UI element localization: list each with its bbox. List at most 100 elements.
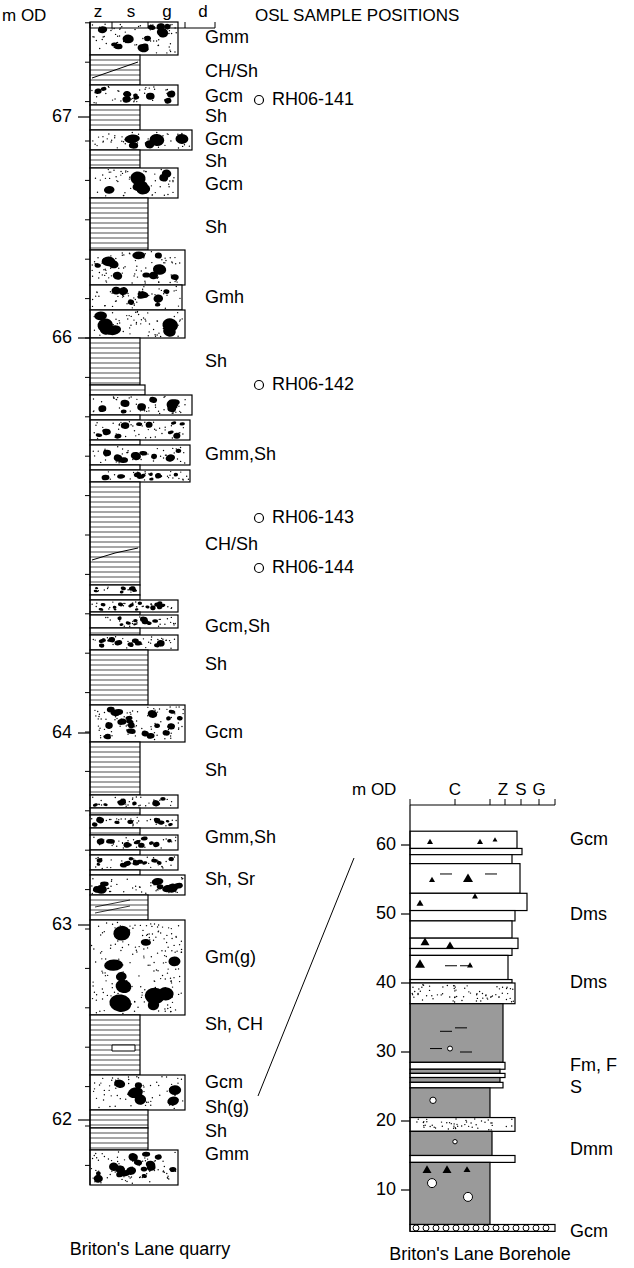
sand-dot (176, 281, 177, 282)
sand-dot (124, 192, 125, 193)
sand-dot (156, 320, 157, 321)
pebble (413, 1225, 419, 1231)
sand-dot (164, 396, 165, 397)
log-label: 64 (52, 723, 72, 743)
sand-dot (147, 453, 148, 454)
sand-dot (148, 429, 149, 430)
sand-dot (115, 1171, 116, 1172)
clast-triangle (427, 839, 433, 844)
sand-dot (115, 319, 116, 320)
clast (98, 405, 107, 413)
gravel-bed (90, 85, 178, 105)
sand-dot (112, 644, 113, 645)
minor-tick (85, 259, 90, 260)
sand-dot (138, 434, 139, 435)
sand-dot (154, 739, 155, 740)
sand-dot (470, 1122, 471, 1123)
sand-dot (91, 604, 92, 605)
clast (114, 639, 123, 646)
sand-dot (170, 1011, 171, 1012)
clast-triangle (463, 874, 473, 883)
sand-dot (148, 335, 149, 336)
lamination (90, 115, 140, 116)
sand-dot (175, 623, 176, 624)
sand-dot (158, 625, 159, 626)
log-label: 62 (52, 1110, 72, 1130)
clast-triangle (423, 1165, 432, 1173)
sand-dot (441, 994, 442, 995)
clast (153, 294, 164, 303)
log-label: 30 (376, 1042, 396, 1062)
sand-dot (110, 867, 111, 868)
sand-dot (189, 145, 190, 146)
sand-dot (135, 435, 136, 436)
sand-dot (132, 425, 133, 426)
sand-dot (116, 300, 117, 301)
sand-dot (418, 1118, 419, 1119)
clast (126, 728, 136, 734)
sand-dot (155, 936, 156, 937)
clast (161, 169, 172, 179)
sand-dot (109, 607, 110, 608)
sand-dot (178, 968, 179, 969)
sand-dot (163, 409, 164, 410)
sand-dot (141, 994, 142, 995)
lamination (90, 752, 140, 753)
sand-dot (174, 51, 175, 52)
sand-dot (432, 998, 433, 999)
clast (115, 1165, 125, 1174)
pebble (443, 1225, 449, 1231)
sand-dot (110, 171, 111, 172)
sand-dot (131, 282, 132, 283)
sand-dot (143, 1086, 144, 1087)
sand-dot (104, 275, 105, 276)
sand-dot (108, 608, 109, 609)
log-label: m OD (2, 7, 46, 26)
sand-dot (98, 136, 99, 137)
sand-dot (188, 479, 189, 480)
sand-dot (172, 412, 173, 413)
sand-dot (426, 1121, 427, 1122)
sand-dot (152, 933, 153, 934)
sand-dot (423, 1121, 424, 1122)
sand-dot (107, 975, 108, 976)
clast (99, 643, 105, 647)
sand-dot (133, 472, 134, 473)
sand-dot (149, 1181, 150, 1182)
sand-dot (511, 1119, 512, 1120)
clast (157, 640, 165, 647)
sand-dot (414, 991, 415, 992)
sand-dot (153, 857, 154, 858)
clast (102, 638, 106, 641)
log-label: Dms (570, 973, 607, 993)
sand-dot (145, 171, 146, 172)
sand-dot (102, 39, 103, 40)
sand-dot (179, 944, 180, 945)
sand-dot (158, 930, 159, 931)
diamict-bed (410, 1062, 505, 1069)
sand-dot (172, 477, 173, 478)
minor-tick (85, 929, 90, 930)
sand-dot (137, 711, 138, 712)
sand-dot (180, 319, 181, 320)
sand-dot (182, 479, 183, 480)
grain-size-axis (90, 27, 215, 28)
pebble (483, 1225, 489, 1231)
sand-dot (95, 961, 96, 962)
major-tick (401, 1189, 410, 1190)
sand-dot (170, 51, 171, 52)
sand-dot (155, 430, 156, 431)
gravel-bed (90, 1075, 185, 1110)
clast (129, 142, 139, 149)
sand-dot (485, 995, 486, 996)
clast (144, 35, 151, 41)
sand-dot (115, 636, 116, 637)
sand-dot (106, 867, 107, 868)
sand-dot (466, 985, 467, 986)
log-label: 66 (52, 328, 72, 348)
sand-dot (171, 617, 172, 618)
clast (105, 734, 111, 738)
clast (117, 616, 122, 621)
clast (160, 797, 166, 801)
clast (170, 1167, 177, 1172)
